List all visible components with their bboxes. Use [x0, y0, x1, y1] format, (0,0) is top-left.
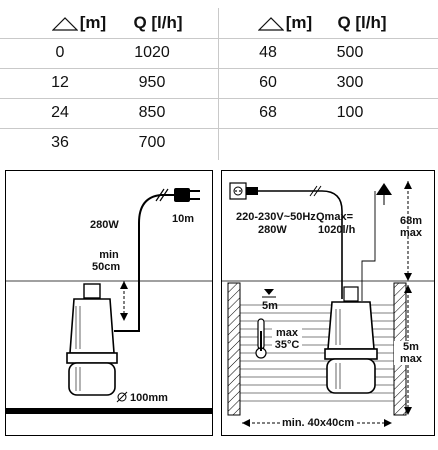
- table-divider: [218, 8, 219, 160]
- delta-height-icon: [51, 16, 78, 31]
- head-label: 68m max: [399, 215, 423, 239]
- flow-header-right: Q [l/h]: [337, 13, 387, 32]
- water-level-icon: [262, 289, 276, 298]
- table-row: 12 950 60 300: [0, 68, 438, 99]
- depth-header-right: [m]: [250, 8, 320, 38]
- table-row: 24 850 68 100: [0, 98, 438, 129]
- qmax-label: Qmax=: [316, 211, 353, 223]
- thermometer-icon: [255, 318, 267, 359]
- head-dimension: [404, 181, 412, 281]
- depth-label: 5m max: [394, 341, 428, 365]
- cable-length-label: 10m: [172, 213, 195, 225]
- flow-header-left: Q [l/h]: [133, 13, 183, 32]
- min-depth-label: min 50cm: [92, 249, 121, 273]
- qmax-value: 1020l/h: [318, 224, 356, 236]
- submersion-label: 5m: [262, 300, 278, 312]
- temperature-label: max 35°C: [272, 327, 302, 351]
- right-installation-diagram: 220-230V~50Hz 280W Qmax= 1020l/h 68m max…: [221, 170, 435, 436]
- diameter-icon: [116, 391, 128, 403]
- left-installation-diagram: 280W 10m min 50cm 100mm: [5, 170, 213, 436]
- pump-icon: [324, 286, 378, 394]
- head-arrow: [376, 183, 392, 205]
- diameter-label: 100mm: [130, 392, 168, 404]
- socket-icon: [229, 182, 258, 200]
- depth-header-left: [m]: [44, 8, 114, 38]
- pump-icon: [66, 283, 118, 396]
- well-size-label: min. 40x40cm: [280, 417, 357, 429]
- pump-power-label: 280W: [90, 219, 119, 231]
- pump-power-label: 280W: [258, 224, 287, 236]
- delta-height-icon: [257, 16, 284, 31]
- voltage-label: 220-230V~50Hz: [236, 211, 316, 223]
- power-cable: [114, 194, 174, 332]
- delivery-pipe: [361, 191, 376, 301]
- ground-bar: [6, 408, 212, 414]
- table-row: 0 1020 48 500: [0, 38, 438, 69]
- table-row: 36 700: [51, 134, 166, 151]
- power-cable: [258, 190, 343, 299]
- table-header-row: [m] Q [l/h] [m] Q [l/h]: [0, 8, 438, 39]
- min-depth-dimension: [120, 281, 128, 321]
- well-wall-left: [227, 282, 241, 416]
- left-diagram-art: [6, 188, 212, 414]
- cable-break-mark: [155, 188, 165, 202]
- plug-icon: [174, 188, 200, 202]
- performance-table: [m] Q [l/h] [m] Q [l/h] 0 1020 48 500 12…: [0, 8, 438, 160]
